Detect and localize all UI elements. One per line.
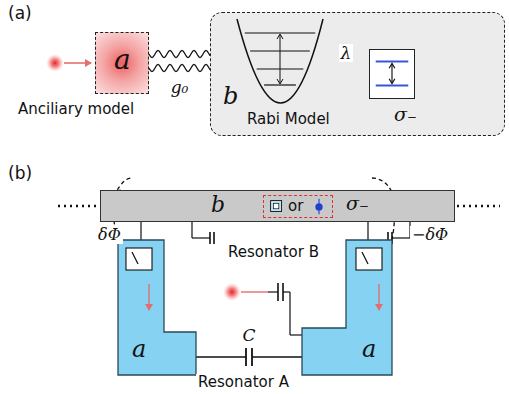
annotation-label: −δΦ — [410, 226, 450, 244]
wire — [290, 334, 302, 335]
resonator-b-bar: b σ₋ or — [100, 190, 455, 222]
edge-label: λ — [339, 44, 354, 63]
annotation-label: Resonator B — [226, 244, 321, 261]
leftA-outline — [118, 240, 196, 375]
panel-label: (b) — [6, 164, 34, 183]
drive-source — [223, 283, 241, 301]
wire — [283, 291, 290, 292]
panel-label: (a) — [6, 4, 34, 23]
wire — [367, 222, 368, 241]
annotation-label: Resonator A — [196, 374, 291, 391]
coupling-connector — [196, 348, 302, 366]
node-label: Anciliary model — [18, 101, 134, 118]
edge-label: g₀ — [169, 78, 191, 97]
math-symbol: b — [211, 193, 225, 217]
ancillary-box: aAnciliary model — [95, 32, 149, 94]
wire — [268, 291, 278, 292]
coupling-connector — [149, 51, 210, 72]
wire — [392, 237, 410, 238]
capacitor-plate — [277, 283, 279, 301]
capacitor-plate — [209, 232, 211, 244]
edge-label: C — [240, 326, 257, 345]
math-symbol: a — [362, 336, 376, 362]
math-symbol: a — [132, 336, 146, 362]
capacitor-plate — [213, 232, 215, 244]
wire — [289, 292, 290, 335]
annotation-label: δΦ — [96, 226, 123, 244]
wire — [192, 237, 210, 238]
drive-arrow — [64, 62, 91, 64]
bar-extension — [457, 205, 500, 208]
math-symbol: σ₋ — [394, 104, 417, 125]
drive-line — [241, 291, 268, 292]
wire — [140, 222, 141, 241]
levels-outline — [370, 50, 414, 98]
light-source — [46, 54, 64, 72]
resonator-a-left: a — [118, 240, 196, 375]
math-symbol: a — [114, 45, 131, 76]
node-label: Rabi Model — [247, 111, 330, 128]
node-label: or — [288, 198, 303, 215]
math-symbol: σ₋ — [346, 193, 369, 214]
bar-extension — [58, 205, 98, 208]
rabi-model-box: Rabi Model b σ₋ — [210, 12, 505, 136]
wire — [191, 222, 192, 238]
oscillator: b — [223, 17, 323, 107]
math-symbol: b — [223, 83, 238, 109]
two-level-system: σ₋ — [369, 49, 415, 99]
qubit-choice-box: or — [263, 195, 333, 218]
